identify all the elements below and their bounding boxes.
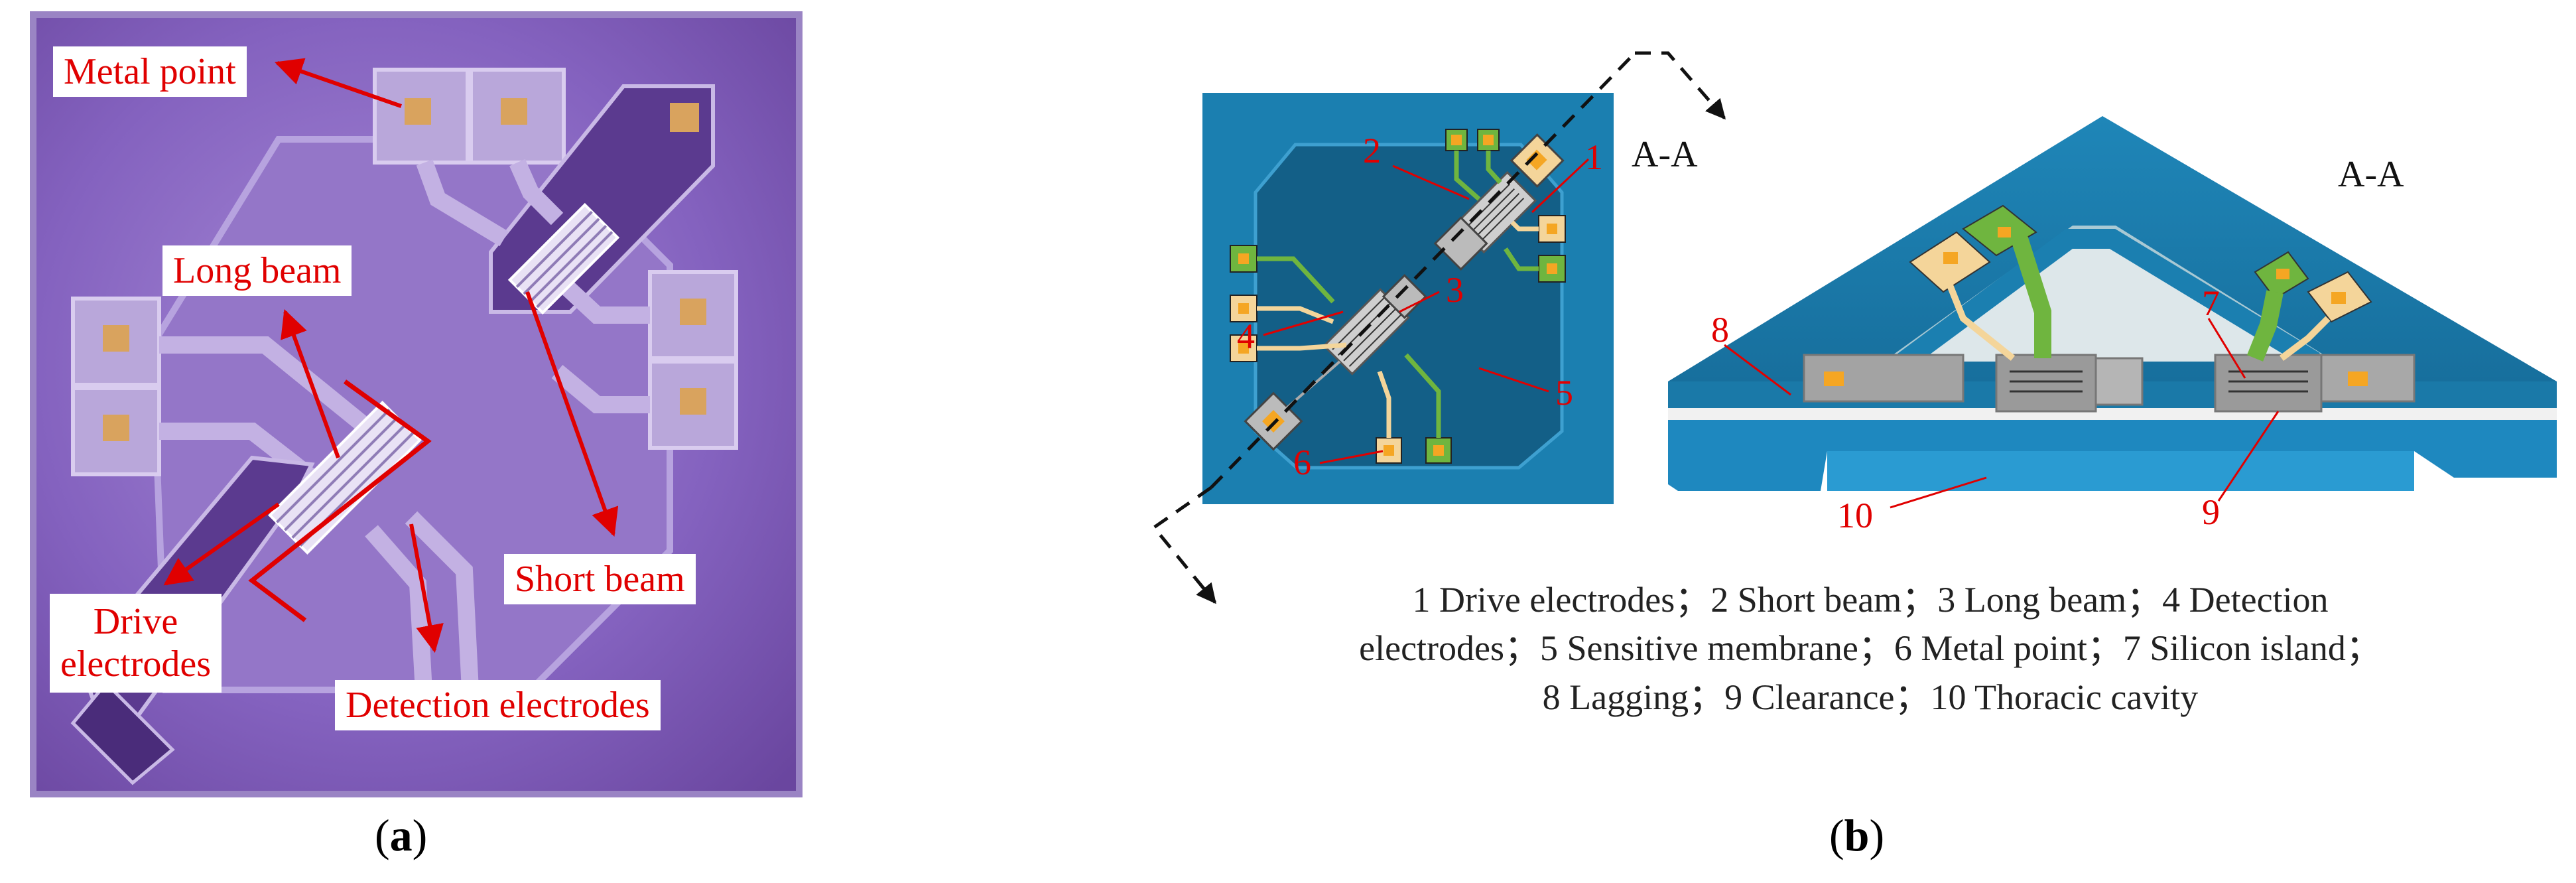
number-5: 5	[1555, 373, 1573, 413]
metal-point-arrow	[275, 58, 402, 108]
electrode-traces	[159, 159, 650, 704]
section-label-top: A-A	[1632, 134, 1698, 175]
section-line-a-a	[1151, 51, 1726, 604]
number-7: 7	[2202, 283, 2220, 323]
top-view-leaders	[1263, 158, 1590, 464]
long-beam-arrow	[281, 309, 340, 459]
clearance-gap	[1668, 408, 2557, 420]
legend: 1 Drive electrodes；2 Short beam；3 Long b…	[1247, 576, 2494, 722]
legend-line-2: electrodes；5 Sensitive membrane；6 Metal …	[1359, 628, 2382, 669]
number-4: 4	[1237, 316, 1255, 356]
panel-b-top-view	[1202, 93, 1614, 504]
number-6: 6	[1293, 442, 1311, 482]
number-8: 8	[1711, 310, 1729, 350]
legend-line-3: 8 Lagging；9 Clearance；10 Thoracic cavity	[1542, 677, 2199, 717]
panel-b-section-view	[1668, 116, 2557, 509]
label-drive-line2: electrodes	[60, 644, 211, 685]
section-leaders	[1724, 318, 2280, 509]
short-beam-resonator	[507, 202, 620, 315]
number-2: 2	[1363, 131, 1381, 170]
left-bond-pads	[71, 297, 161, 476]
number-10: 10	[1837, 496, 1873, 535]
caption-b-letter: b	[1844, 810, 1870, 860]
label-drive-electrodes: Drive electrodes	[50, 594, 222, 693]
label-short-beam: Short beam	[504, 554, 696, 604]
label-metal-point: Metal point	[53, 46, 247, 97]
right-bond-pads	[648, 270, 738, 450]
number-9: 9	[2202, 492, 2220, 532]
long-beam-bracket	[248, 379, 432, 622]
label-detection-electrodes: Detection electrodes	[335, 680, 661, 730]
silicon-blocks	[1803, 354, 2415, 413]
number-1: 1	[1585, 137, 1603, 177]
caption-a: (a)	[375, 810, 428, 860]
caption-a-letter: a	[389, 810, 413, 860]
detection-electrodes-arrow	[409, 523, 444, 653]
legend-line-1: 1 Drive electrodes；2 Short beam；3 Long b…	[1412, 580, 2329, 620]
bottom-substrate	[1668, 420, 2557, 491]
caption-b: (b)	[1829, 810, 1885, 860]
resonator-upper	[1433, 129, 1566, 283]
label-drive-line1: Drive	[93, 601, 178, 642]
short-beam-arrow	[525, 291, 619, 537]
panel-a-arrows	[163, 58, 619, 653]
label-long-beam: Long beam	[162, 245, 352, 296]
thoracic-cavity	[1827, 451, 2414, 491]
section-electrodes	[1909, 204, 2372, 362]
number-3: 3	[1446, 270, 1464, 310]
section-label-3d: A-A	[2338, 154, 2404, 195]
drive-electrodes-arrow	[163, 502, 280, 586]
top-bond-pads	[373, 68, 566, 165]
long-beam-resonator	[268, 401, 422, 555]
